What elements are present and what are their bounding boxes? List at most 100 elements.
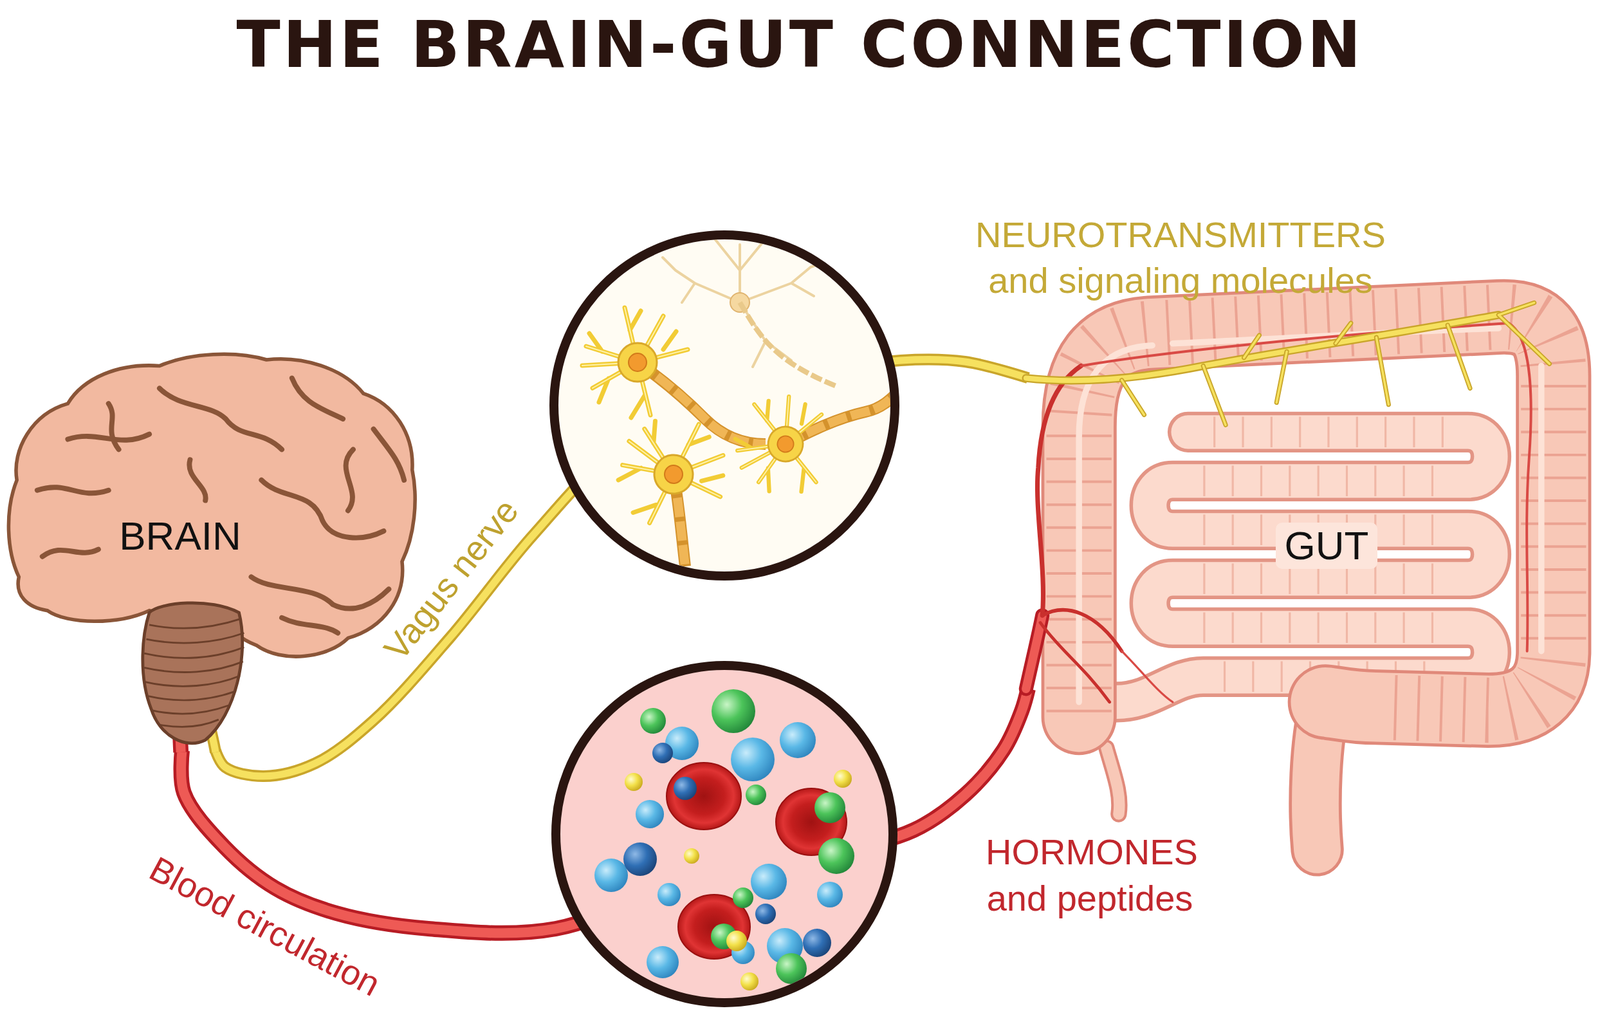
gut-illustration [1026,302,1554,850]
cerebellum-folds [144,647,244,659]
magnifier-ground [555,665,893,1003]
blood-particle [640,707,666,734]
cerebellum-folds [146,633,244,644]
brain-gyri [292,378,343,419]
gut-blood-vessels [1042,609,1122,652]
brain-gyri [346,449,354,511]
annotation-text: NEUROTRANSMITTERS [975,214,1386,256]
gut-nerves [1121,302,1550,425]
blood-particle [673,776,697,800]
cerebellum-folds [145,675,240,686]
small-intestine [1116,431,1492,702]
connector-label-holder: Blood circulation [143,847,388,1004]
cerebellum-folds [144,661,244,673]
blood-particle [646,945,679,978]
blood-scene [594,689,855,991]
label-holder: HORMONES [985,831,1198,873]
brain-gyri [261,479,384,538]
brain-region: BRAIN [2,347,415,751]
brain-gyri [67,434,150,441]
gut-blood-vessels [1026,615,1043,689]
node-label: BRAIN [119,514,241,558]
brain-gyri [281,617,338,634]
brain-gyri [159,387,282,450]
cerebellum-folds [152,705,230,714]
cerebellum-folds [159,719,219,727]
blood-particle [802,928,832,957]
blood-particle [818,837,855,874]
brain-gyri [250,576,389,608]
neuron-cell [582,307,688,418]
magnifier-ring [553,234,895,576]
gut-nerves [1121,302,1550,425]
cerebellum-folds [144,618,244,727]
annotation-text: HORMONES [985,831,1198,873]
blood-particle [745,784,767,805]
gut-blood-vessels [1026,615,1043,689]
blood-particle [779,721,816,758]
red-blood-cell [666,762,742,830]
small-intestine [1116,431,1492,702]
blood-particle [624,772,643,791]
title-bar: THE BRAIN-GUT CONNECTION [0,12,1600,78]
gut-nerves [1026,302,1550,425]
blood-particle [594,858,628,892]
blood-particle [740,972,759,991]
blood-particle [755,903,776,924]
label-holder: NEUROTRANSMITTERS [975,214,1386,256]
blood-particle [623,842,657,876]
axon [637,362,766,444]
label-holder: and peptides [986,877,1194,919]
magnifier-ground [553,234,895,576]
blood-particle [833,769,852,788]
neuron-cell [595,396,748,549]
blood-particle [657,882,681,906]
gut-region: GUT [1028,286,1595,885]
node-label: GUT [1275,522,1379,569]
blood-particle [635,799,664,828]
blood-particle [711,689,756,733]
blood-particle [726,930,747,951]
neuron-cell [719,380,848,511]
brain-gyri [37,378,405,634]
blood-magnifier [555,665,893,1003]
diagram-title: THE BRAIN-GUT CONNECTION [236,7,1364,83]
cerebellum-folds [149,618,242,628]
brain-gyri [189,459,206,500]
blood-particle [732,887,754,908]
cerebellum-folds [148,690,237,700]
colon-highlight [1078,328,1542,702]
axon [637,362,766,444]
annotation-text: and signaling molecules [988,259,1373,302]
blood-particle [750,863,787,900]
gut-blood-vessels [1121,651,1173,702]
brain-gyri [108,403,120,450]
brain-gyri [373,429,405,480]
appendix [1106,747,1120,814]
gut-nerves [1026,314,1499,381]
annotation-text: and peptides [986,877,1194,919]
gut-blood-vessels [1037,365,1082,616]
axon [739,302,837,387]
blood-particle [730,737,775,782]
gut-nerves [1026,314,1499,381]
blood-particle [652,742,673,764]
dendritic-neuron [662,200,830,367]
blood-particle [594,689,855,991]
neuron-magnifier [553,200,901,576]
cerebellum [142,602,243,744]
small-intestine-fold [1203,431,1448,677]
brain-gyri [37,487,109,493]
blood-particle [817,881,843,908]
brain-gyri [42,549,99,557]
magnifier-ring [555,665,893,1003]
blood-particle [814,791,846,823]
brain-illustration [8,353,415,753]
appendix [1106,747,1120,814]
label-holder: and signaling molecules [988,259,1373,302]
blood-particle [683,847,700,864]
connector-label: Blood circulation [143,847,388,1004]
gut-blood-vessels [1040,622,1110,702]
